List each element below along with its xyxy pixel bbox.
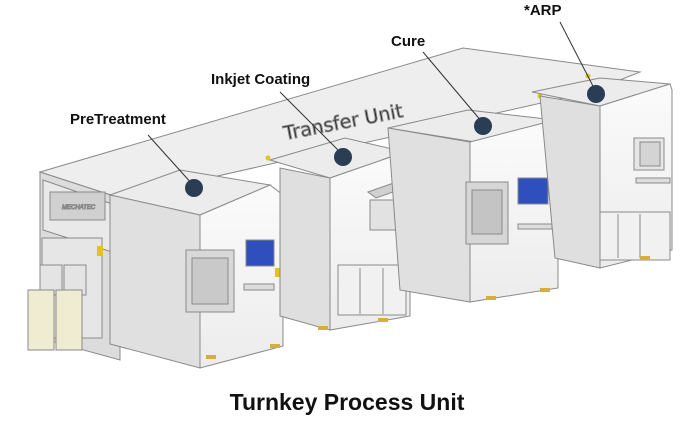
pretreatment-leader-line [147, 134, 194, 186]
inkjet-marker [334, 148, 352, 166]
pretreatment-label: PreTreatment [70, 111, 166, 128]
arp-label: *ARP [524, 2, 562, 19]
cure-unit [387, 93, 559, 303]
figure-caption: Turnkey Process Unit [229, 389, 465, 415]
arp-leader-line [559, 21, 596, 91]
cure-label: Cure [391, 33, 426, 50]
callouts [147, 21, 605, 197]
inkjet-leader-line [279, 91, 343, 155]
cure-leader-line [422, 51, 483, 123]
cure-marker [474, 117, 492, 135]
pretreatment-unit [108, 169, 284, 369]
arp-marker [587, 85, 605, 103]
loader-brand-label: MECHATEC [62, 205, 96, 211]
pretreatment-marker [185, 179, 203, 197]
arp-unit [531, 73, 673, 269]
loader-station: MECHATEC [27, 191, 106, 351]
inkjet-coating-unit [265, 137, 412, 331]
inkjet-coating-label: Inkjet Coating [211, 71, 311, 88]
